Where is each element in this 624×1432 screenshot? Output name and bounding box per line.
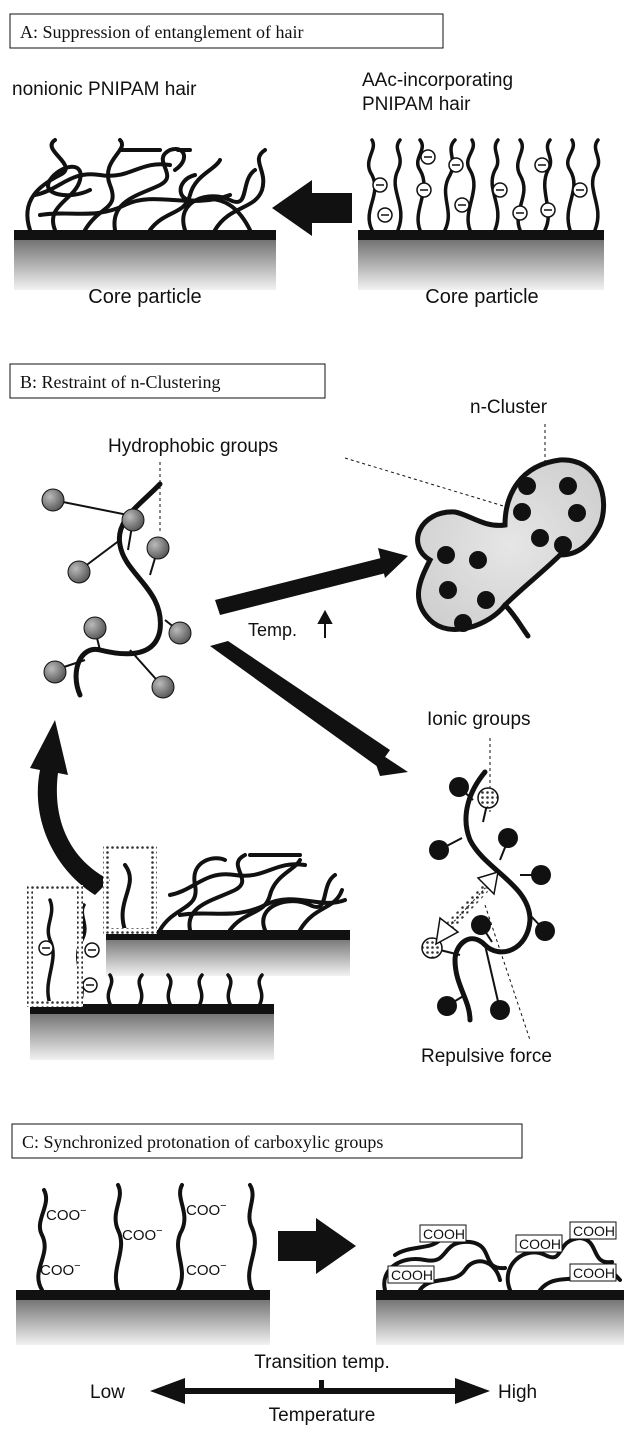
panel-b-title: B: Restraint of n-Clustering	[20, 372, 220, 392]
highlight-box-front	[30, 888, 80, 1004]
arrow-protonation	[278, 1218, 356, 1274]
cooh-label: COOH	[519, 1236, 561, 1252]
n-cluster-tail	[505, 605, 528, 636]
coo-label: COO−	[40, 1260, 81, 1279]
core-surface-left	[14, 230, 276, 240]
coo-labels-left: COO− COO− COO− COO− COO−	[40, 1200, 227, 1279]
free-chain	[76, 484, 160, 695]
aac-label-line1: AAc-incorporating	[362, 70, 513, 91]
arrow-entanglement	[272, 180, 352, 236]
aac-hair	[369, 140, 599, 230]
low-label: Low	[90, 1382, 125, 1403]
n-cluster-label: n-Cluster	[470, 397, 548, 418]
aac-label-line2: PNIPAM hair	[362, 94, 471, 115]
panel-a: A: Suppression of entanglement of hair n…	[10, 14, 604, 308]
arrow-to-ionic-shaft	[210, 641, 390, 767]
cooh-label: COOH	[573, 1265, 615, 1281]
transition-temp-label: Transition temp.	[254, 1352, 390, 1373]
temp-up-arrow	[319, 612, 331, 638]
ionic-chain	[455, 772, 530, 1020]
high-label: High	[498, 1382, 537, 1403]
coo-label: COO−	[46, 1205, 87, 1224]
core-surface-c-right	[376, 1290, 624, 1300]
panel-c-title: C: Synchronized protonation of carboxyli…	[22, 1132, 383, 1152]
repulsive-force-arrow	[436, 872, 498, 944]
core-surface-right	[358, 230, 604, 240]
coo-label: COO−	[186, 1260, 227, 1279]
cooh-label: COOH	[573, 1223, 615, 1239]
arrow-to-cluster-shaft	[215, 557, 390, 615]
temp-label: Temp.	[248, 620, 297, 640]
temperature-double-arrow	[150, 1378, 490, 1404]
ionic-stubs	[432, 787, 545, 1010]
entangled-hair	[27, 140, 265, 230]
panel-b: B: Restraint of n-Clustering n-Cluster H…	[10, 364, 604, 1067]
hydrophobic-stubs	[53, 500, 180, 687]
hydrophobic-groups	[42, 489, 191, 698]
hydrophobic-label: Hydrophobic groups	[108, 436, 278, 457]
temperature-label: Temperature	[269, 1405, 376, 1426]
core-label-left: Core particle	[88, 286, 201, 308]
panel-a-title: A: Suppression of entanglement of hair	[20, 22, 303, 42]
panel-c: C: Synchronized protonation of carboxyli…	[12, 1124, 624, 1426]
core-surface-c-left	[16, 1290, 270, 1300]
coo-label: COO−	[122, 1225, 163, 1244]
ionic-hydrophobic-groups	[429, 777, 555, 1020]
core-label-right: Core particle	[425, 286, 538, 308]
ionic-label: Ionic groups	[427, 709, 531, 730]
nonionic-label: nonionic PNIPAM hair	[12, 79, 197, 100]
hydrophobic-pointer-2	[345, 458, 510, 508]
cooh-label: COOH	[423, 1226, 465, 1242]
curved-arrow	[30, 720, 110, 895]
cooh-labels-right: COOH COOH COOH COOH COOH	[388, 1222, 616, 1283]
repulsive-label: Repulsive force	[421, 1046, 552, 1067]
coo-label: COO−	[186, 1200, 227, 1219]
cooh-label: COOH	[391, 1267, 433, 1283]
aac-charges	[373, 150, 587, 222]
